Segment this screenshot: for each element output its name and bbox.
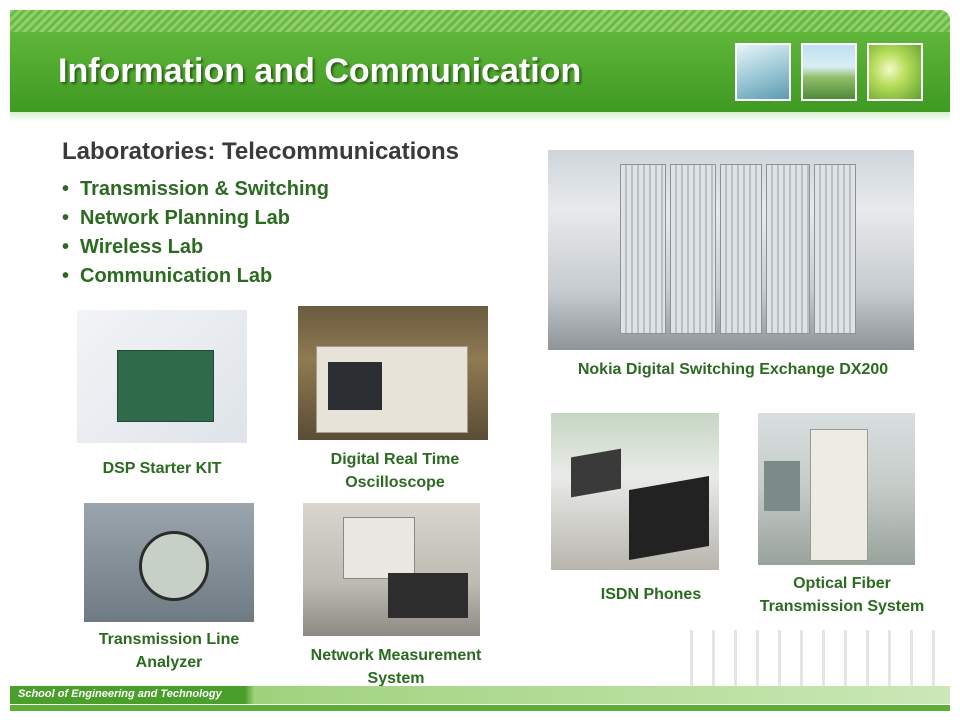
photo-caption-network-measurement: Network Measurement System [310, 647, 482, 687]
header-banner: Information and Communication [10, 32, 950, 112]
footer-band [10, 686, 950, 704]
photo-isdn-phones [551, 413, 719, 570]
page-title: Information and Communication [58, 52, 582, 90]
photo-network-measurement [303, 503, 480, 636]
photo-oscilloscope [298, 306, 488, 440]
photo-optical-fiber-system [758, 413, 915, 565]
list-item: Network Planning Lab [62, 205, 329, 234]
photo-caption-optical-fiber: Optical Fiber Transmission System [759, 575, 925, 615]
list-item: Wireless Lab [62, 234, 329, 263]
photo-transmission-line-analyzer [84, 503, 254, 622]
photo-caption-transmission-line-analyzer: Transmission Line Analyzer [98, 631, 240, 671]
photo-dsp-kit [77, 310, 247, 443]
photo-nokia-exchange [548, 150, 914, 350]
lab-list: Transmission & Switching Network Plannin… [62, 176, 329, 292]
list-item: Communication Lab [62, 263, 329, 292]
thumbnail-image-3 [867, 43, 923, 101]
photo-caption-dsp: DSP Starter KIT [102, 460, 222, 477]
decorative-plants [690, 630, 940, 688]
photo-caption-isdn: ISDN Phones [600, 586, 702, 603]
footer-line [10, 705, 950, 711]
section-title: Laboratories: Telecommunications [62, 138, 459, 165]
header-divider [10, 112, 950, 122]
header-top-stripe [10, 10, 950, 32]
photo-caption-nokia: Nokia Digital Switching Exchange DX200 [577, 361, 889, 378]
list-item: Transmission & Switching [62, 176, 329, 205]
thumbnail-image-1 [735, 43, 791, 101]
footer-school-name: School of Engineering and Technology [18, 688, 222, 700]
thumbnail-image-2 [801, 43, 857, 101]
photo-caption-oscilloscope: Digital Real Time Oscilloscope [330, 451, 460, 491]
